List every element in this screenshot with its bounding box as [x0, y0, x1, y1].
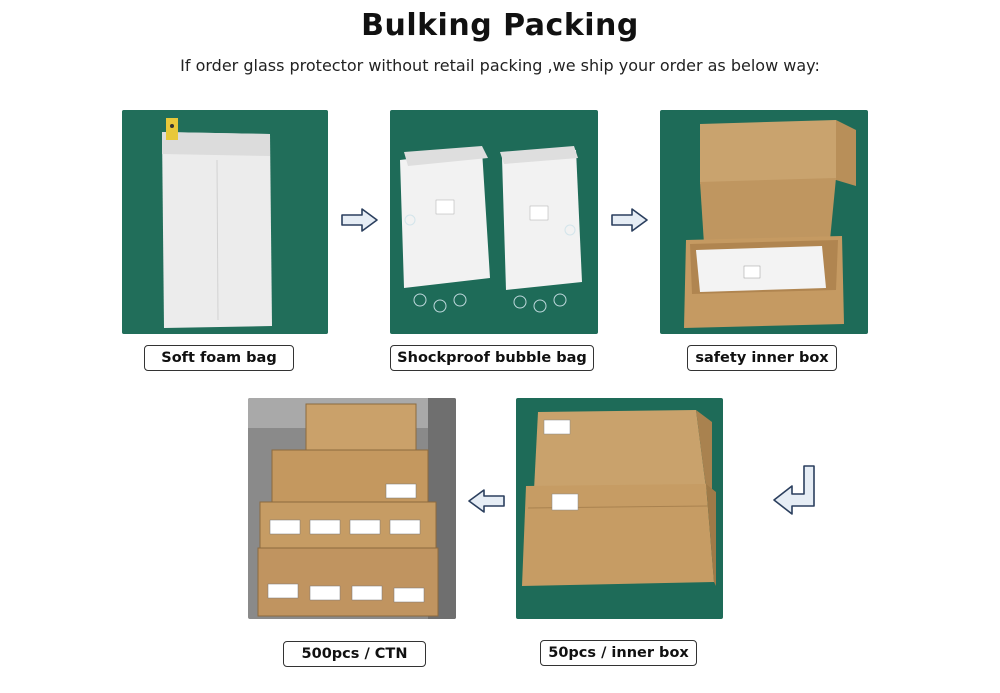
soft-foam-bag-photo — [122, 110, 328, 334]
arrow-right-icon — [340, 207, 380, 233]
fifty-pcs-inner-box-label: 50pcs / inner box — [540, 640, 697, 666]
arrow-left-icon — [466, 488, 506, 514]
fifty-pcs-inner-box-photo — [516, 398, 723, 619]
carton-label: 500pcs / CTN — [283, 641, 426, 667]
arrow-right-icon — [610, 207, 650, 233]
page-title: Bulking Packing — [361, 8, 639, 43]
arrow-turn-down-left-icon — [770, 464, 818, 516]
bubble-bag-label: Shockproof bubble bag — [390, 345, 594, 371]
soft-foam-bag-label: Soft foam bag — [144, 345, 294, 371]
inner-box-photo — [660, 110, 868, 334]
carton-stack-photo — [248, 398, 456, 619]
page-subtitle: If order glass protector without retail … — [180, 56, 820, 75]
inner-box-label: safety inner box — [687, 345, 837, 371]
bubble-bag-photo — [390, 110, 598, 334]
